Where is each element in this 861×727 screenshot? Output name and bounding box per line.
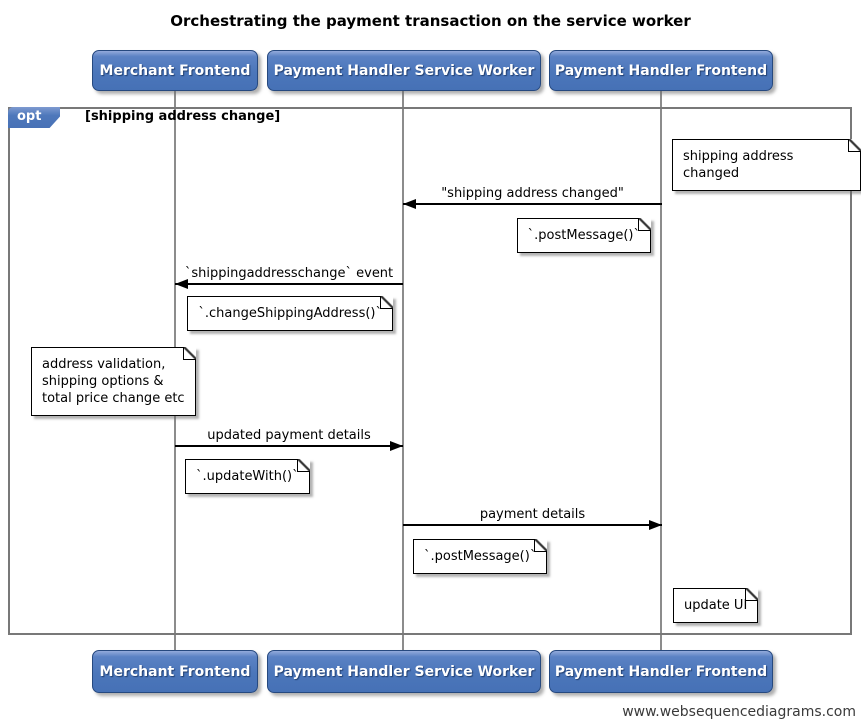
note-postmessage-1: `.postMessage()` (516, 218, 651, 253)
opt-condition-label: [shipping address change] (85, 109, 281, 124)
actor-top-merchant-frontend: Merchant Frontend (92, 50, 258, 91)
note-text: `.updateWith()` (196, 469, 299, 484)
message-line (403, 520, 662, 530)
note-updatewith: `.updateWith()` (185, 459, 310, 494)
folded-corner-icon (534, 539, 548, 552)
note-text: `.postMessage()` (424, 549, 537, 564)
opt-operator-tab: opt (8, 107, 60, 128)
note-text: `.postMessage()` (527, 228, 640, 243)
lifeline-payment-handler-service-worker (402, 91, 404, 651)
actor-bottom-payment-handler-service-worker: Payment Handler Service Worker (267, 650, 541, 693)
note-text: address validation, shipping options & t… (42, 357, 185, 406)
actor-top-payment-handler-service-worker: Payment Handler Service Worker (267, 50, 541, 91)
arrow-head-right-icon (649, 520, 662, 530)
note-text: `.changeShippingAddress()` (198, 306, 382, 321)
message-label: payment details (479, 507, 586, 522)
message-shippingaddresschange-event: `shippingaddresschange` event (175, 266, 403, 289)
message-label: updated payment details (207, 428, 371, 443)
note-text: update UI (684, 598, 748, 613)
note-address-validation: address validation, shipping options & t… (31, 347, 196, 416)
folded-corner-icon (296, 459, 310, 472)
note-shipping-address-changed: shipping address changed (672, 139, 861, 191)
note-update-ui: update UI (673, 588, 759, 623)
arrow-head-left-icon (175, 279, 188, 289)
message-line (175, 279, 403, 289)
message-line (175, 441, 403, 451)
lifeline-payment-handler-frontend (660, 91, 662, 651)
note-changeshippingaddress: `.changeShippingAddress()` (187, 296, 393, 331)
folded-corner-icon (848, 139, 861, 152)
diagram-title: Orchestrating the payment transaction on… (170, 12, 691, 30)
message-label: `shippingaddresschange` event (184, 266, 394, 281)
message-label: "shipping address changed" (441, 186, 624, 201)
message-shipping-address-changed: "shipping address changed" (403, 186, 662, 209)
arrow-head-right-icon (390, 441, 403, 451)
message-payment-details: payment details (403, 507, 662, 530)
actor-top-payment-handler-frontend: Payment Handler Frontend (549, 50, 773, 91)
message-updated-payment-details: updated payment details (175, 428, 403, 451)
folded-corner-icon (380, 296, 393, 309)
note-postmessage-2: `.postMessage()` (413, 539, 548, 574)
folded-corner-icon (638, 218, 651, 231)
actor-bottom-merchant-frontend: Merchant Frontend (92, 650, 258, 693)
folded-corner-icon (745, 588, 759, 601)
folded-corner-icon (182, 347, 196, 360)
websequencediagrams-watermark: www.websequencediagrams.com (622, 704, 856, 720)
message-line (403, 199, 662, 209)
arrow-head-left-icon (403, 199, 416, 209)
note-text: shipping address changed (683, 149, 794, 181)
actor-bottom-payment-handler-frontend: Payment Handler Frontend (549, 650, 773, 693)
